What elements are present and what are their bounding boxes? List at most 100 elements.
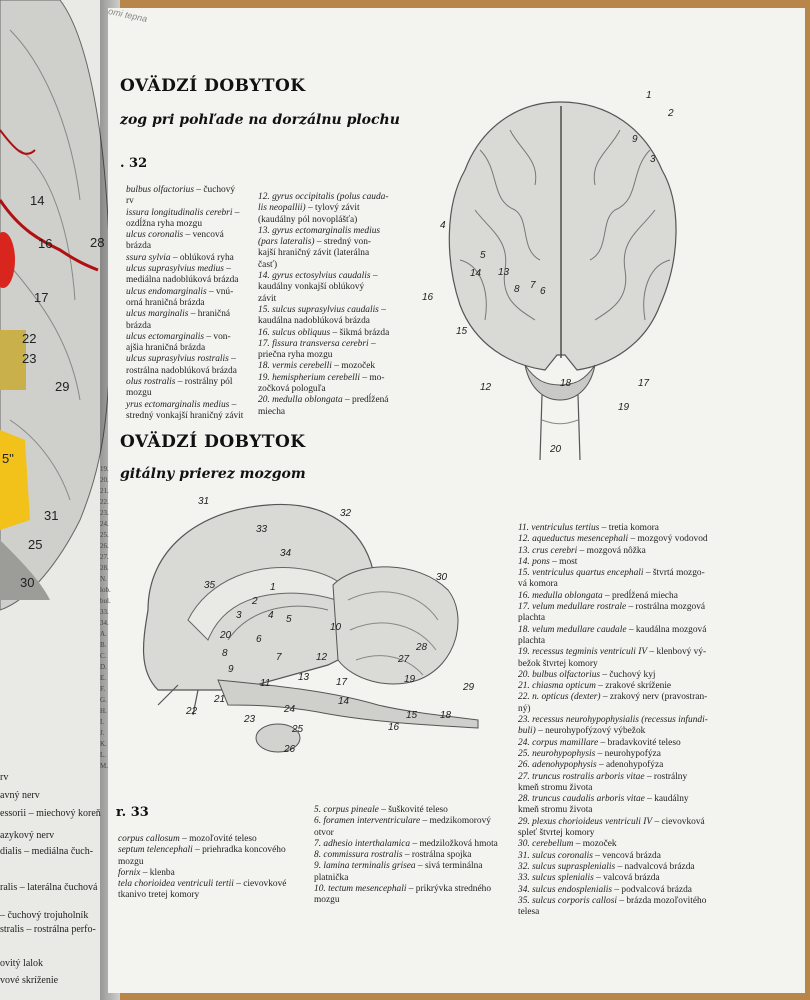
- legend-term: ulcus marginalis: [126, 309, 189, 320]
- legend-row: 24. corpus mamillare – bradavkovité tele…: [518, 738, 720, 749]
- brain-label-19: 19: [618, 402, 630, 413]
- left-label-30: 30: [20, 575, 35, 590]
- legend-translation: – mozoľovité teleso: [179, 834, 257, 844]
- legend-row: 5. corpus pineale – šuškovité teleso: [314, 805, 510, 816]
- legend-row: buli) – neurohypofýzový výbežok: [518, 726, 720, 737]
- sag-label-29: 29: [462, 682, 475, 693]
- sag-label-9: 9: [228, 664, 234, 675]
- legend-row: orná hraničná brázda: [126, 298, 261, 309]
- legend-row: 20. bulbus olfactorius – čuchový kyj: [518, 670, 720, 681]
- legend-translation: kaudálna nadoblúková brázda: [258, 316, 370, 327]
- left-legend-line: ovitý lalok: [0, 958, 44, 969]
- legend-row: rv: [126, 196, 261, 207]
- sag-label-32: 32: [340, 508, 352, 519]
- legend-row: 30. cerebellum – mozoček: [518, 839, 720, 850]
- side-margin-item: F.: [100, 685, 106, 693]
- sag-label-31: 31: [198, 496, 209, 507]
- legend-translation: vá komora: [518, 579, 558, 590]
- legend-term: 24. corpus mamillare: [518, 737, 599, 748]
- legend-term: 5. corpus pineale: [314, 805, 379, 815]
- legend-translation: – štvrtá mozgo-: [643, 568, 705, 579]
- legend-fig32-right: 12. gyrus occipitalis (polus cauda-lis n…: [258, 192, 403, 418]
- legend-translation: – zrakový nerv (pravostran-: [600, 692, 708, 703]
- sag-label-18: 18: [440, 710, 452, 721]
- legend-term: 26. adenohypophysis: [518, 760, 597, 771]
- legend-translation: – brázda mozoľovitého: [616, 895, 707, 906]
- legend-translation: mediálna nadoblúková brázda: [126, 275, 239, 286]
- legend-row: ný): [518, 704, 720, 715]
- left-legend-line: vové skríženie: [0, 975, 59, 986]
- legend-translation: – nadvalcová brázda: [615, 861, 695, 872]
- sag-label-15: 15: [406, 710, 418, 721]
- legend-translation: –: [378, 304, 386, 315]
- legend-translation: miecha: [258, 406, 286, 417]
- left-label-23: 23: [22, 351, 37, 366]
- sag-label-12: 12: [316, 652, 328, 663]
- legend-translation: –: [368, 338, 376, 349]
- legend-translation: –: [232, 207, 240, 218]
- legend-translation: stredný vonkajší hraničný závit: [126, 410, 244, 421]
- legend-term: 28. truncus caudalis arboris vitae: [518, 794, 645, 805]
- legend-term: corpus callosum: [118, 834, 180, 844]
- legend-term: 16. medulla oblongata: [518, 590, 603, 601]
- sag-label-5: 5: [286, 614, 292, 625]
- side-margin-item: 34.: [100, 619, 109, 627]
- legend-translation: – oblúková ryha: [170, 252, 234, 263]
- legend-term: 11. ventriculus tertius: [518, 523, 600, 533]
- legend-translation: – mozoček: [331, 361, 376, 372]
- brain-label-2: 2: [667, 108, 674, 119]
- legend-row: plachta: [518, 613, 720, 624]
- legend-translation: – vencová: [183, 230, 224, 241]
- legend-row: 28. truncus caudalis arboris vitae – kau…: [518, 794, 720, 805]
- legend-row: zočková pologuľa: [258, 384, 403, 395]
- brain-label-20: 20: [549, 444, 562, 455]
- legend-row: bežok štvrtej komory: [518, 659, 720, 670]
- legend-term: 33. sulcus splenialis: [518, 873, 594, 884]
- legend-translation: kmeň stromu života: [518, 805, 593, 816]
- legend-row: 22. n. opticus (dexter) – zrakový nerv (…: [518, 692, 720, 703]
- brain-label-7: 7: [530, 280, 536, 291]
- legend-row: miecha: [258, 407, 403, 418]
- legend-row: 21. chiasma opticum – zrakové skríženie: [518, 681, 720, 692]
- sag-label-22: 22: [185, 706, 198, 717]
- legend-row: kmeň stromu života: [518, 783, 720, 794]
- sag-label-6: 6: [256, 634, 262, 645]
- brain-label-8: 8: [514, 284, 520, 295]
- brain-label-5: 5: [480, 250, 486, 261]
- legend-translation: – medziložková hmota: [410, 838, 498, 849]
- legend-term: 23. recessus neurohypophysialis (recessu…: [518, 715, 708, 726]
- sag-label-30: 30: [436, 572, 448, 583]
- legend-term: septum telencephali: [118, 845, 193, 856]
- legend-term: ulcus coronalis: [126, 230, 184, 241]
- legend-row: 29. plexus chorioideus ventriculi IV – c…: [518, 817, 720, 828]
- legend-term: tela chorioidea ventriculi tertii: [118, 879, 234, 890]
- legend-row: brázda: [126, 321, 261, 332]
- legend-term: 18. velum medullare caudale: [518, 624, 627, 635]
- legend-translation: – rostrálny pól: [175, 377, 233, 388]
- legend-row: závit: [258, 294, 403, 305]
- side-margin-item: E.: [100, 674, 107, 682]
- legend-row: tela chorioidea ventriculi tertii – ciev…: [118, 879, 308, 890]
- legend-term: 13. crus cerebri: [518, 545, 578, 556]
- brain-label-6: 6: [540, 286, 546, 297]
- legend-translation: – šikmá brázda: [330, 327, 390, 338]
- legend-translation: rv: [126, 196, 134, 207]
- legend-translation: – predĺžená miecha: [602, 590, 678, 601]
- side-margin-item: N.: [100, 575, 107, 583]
- legend-translation: – podvalcová brázda: [612, 884, 692, 895]
- legend-translation: –: [223, 264, 231, 275]
- figure-33-label: r. 33: [116, 805, 149, 820]
- legend-row: 19. recessus tegminis ventriculi IV – kl…: [518, 647, 720, 658]
- legend-row: 7. adhesio interthalamica – medziložková…: [314, 839, 510, 850]
- legend-translation: – mozgový vodovod: [628, 534, 708, 545]
- legend-translation: ozdĺžna ryha mozgu: [126, 218, 203, 229]
- section2-subtitle: gitálny prierez mozgom: [120, 466, 306, 482]
- legend-term: 20. bulbus olfactorius: [518, 669, 601, 680]
- legend-term: 12. gyrus occipitalis (polus cauda-: [258, 192, 389, 202]
- legend-translation: – mozgová nôžka: [577, 545, 646, 556]
- left-legend-line: avný nerv: [0, 790, 40, 801]
- legend-translation: –: [229, 399, 237, 410]
- legend-row: 8. commissura rostralis – rostrálna spoj…: [314, 850, 510, 861]
- legend-translation: závit: [258, 293, 277, 304]
